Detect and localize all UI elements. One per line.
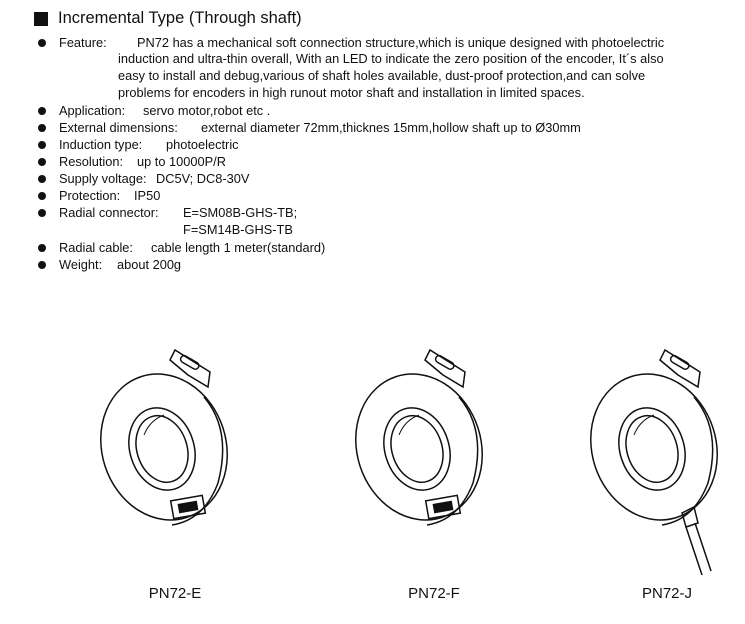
bullet-icon [38, 39, 46, 47]
bullet-icon [38, 141, 46, 149]
bullet-icon [38, 261, 46, 269]
spec-value: cable length 1 meter(standard) [151, 240, 326, 255]
bullet-icon [38, 192, 46, 200]
feature-label: Feature: [59, 35, 107, 50]
bullet-icon [38, 107, 46, 115]
section-heading: Incremental Type (Through shaft) [34, 9, 302, 28]
spec-value: servo motor,robot etc . [143, 103, 271, 118]
feature-line: easy to install and debug,various of sha… [118, 68, 646, 83]
product-caption: PN72-F [408, 585, 460, 602]
bullet-icon [38, 124, 46, 132]
bullet-icon [38, 209, 46, 217]
feature-line: problems for encoders in high runout mot… [118, 85, 585, 100]
spec-label: Induction type: [59, 137, 143, 152]
spec-value: photoelectric [166, 137, 239, 152]
spec-label: Weight: [59, 257, 103, 272]
spec-value: about 200g [117, 257, 182, 272]
spec-value: external diameter 72mm,thicknes 15mm,hol… [201, 120, 581, 135]
spec-value: IP50 [134, 188, 161, 203]
spec-label: Application: [59, 103, 126, 118]
product-caption: PN72-E [148, 585, 202, 602]
bullet-icon [38, 158, 46, 166]
spec-value: up to 10000P/R [137, 154, 226, 169]
encoder-illustration-e [100, 348, 228, 526]
heading-square-icon [34, 11, 48, 26]
spec-value: E=SM08B-GHS-TB; [183, 205, 298, 220]
encoder-illustration-j [590, 348, 718, 576]
product-caption: PN72-J [641, 585, 693, 602]
bullet-icon [38, 175, 46, 183]
heading-text: Incremental Type (Through shaft) [58, 9, 302, 27]
spec-value: DC5V; DC8-30V [156, 171, 250, 186]
spec-label: Radial cable: [59, 240, 133, 255]
spec-label: External dimensions: [59, 120, 178, 135]
spec-label: Resolution: [59, 154, 124, 169]
bullet-icon [38, 244, 46, 252]
spec-label: Radial connector: [59, 205, 159, 220]
feature-line: PN72 has a mechanical soft connection st… [137, 35, 665, 50]
encoder-illustration-f [355, 348, 483, 526]
spec-value-continued: F=SM14B-GHS-TB [183, 222, 293, 237]
spec-label: Protection: [59, 188, 121, 203]
spec-label: Supply voltage: [59, 171, 147, 186]
feature-line: induction and ultra-thin overall, With a… [118, 51, 664, 66]
